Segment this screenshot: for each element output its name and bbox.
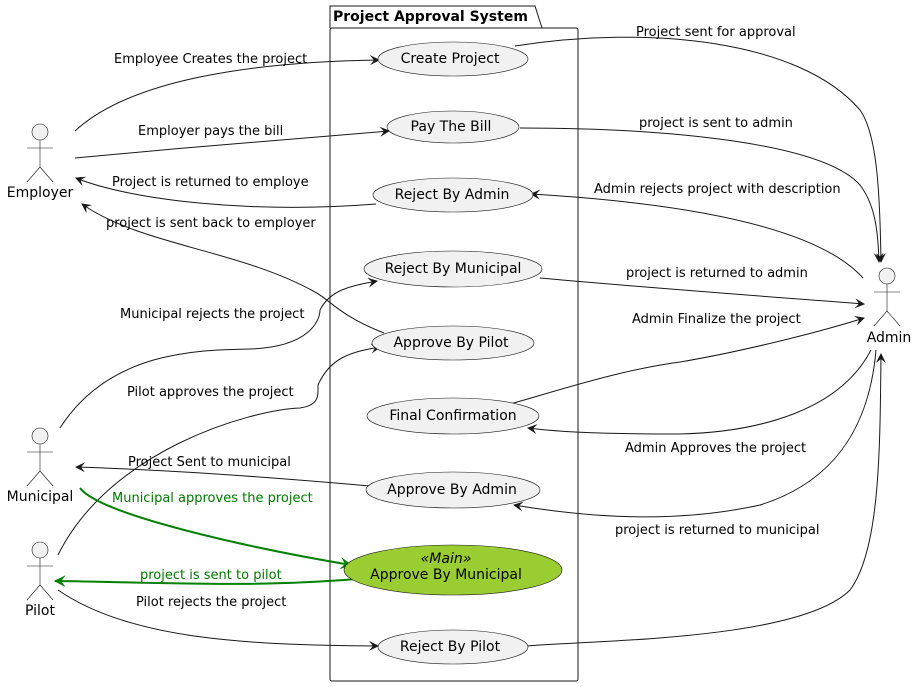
use-cases: Create Project Pay The Bill Reject By Ad…: [343, 41, 563, 665]
usecase-create-project-label: Create Project: [401, 51, 500, 67]
edge-approvepilot-employer: [81, 203, 385, 334]
edge-admin-rejectadmin: [530, 189, 864, 279]
usecase-final-confirmation[interactable]: Final Confirmation: [366, 397, 540, 435]
edge-municipal-approvemunicipal: [79, 487, 353, 570]
label-pilot-rejects: Pilot rejects the project: [136, 595, 286, 610]
usecase-reject-by-admin[interactable]: Reject By Admin: [372, 177, 534, 213]
actor-employer[interactable]: Employer: [7, 123, 74, 201]
usecase-approve-by-municipal[interactable]: «Main» Approve By Municipal: [343, 544, 563, 596]
usecase-pay-the-bill-label: Pay The Bill: [411, 119, 492, 135]
edge-pay-admin: [519, 127, 884, 263]
usecase-reject-by-pilot[interactable]: Reject By Pilot: [377, 629, 529, 665]
edge-employer-pay: [74, 126, 390, 159]
usecase-pay-the-bill[interactable]: Pay The Bill: [386, 110, 520, 144]
usecase-reject-by-admin-label: Reject By Admin: [395, 187, 510, 203]
usecase-approve-by-municipal-stereotype: «Main»: [421, 551, 472, 567]
label-admin-finalize: Admin Finalize the project: [632, 312, 801, 327]
edge-admin-finalconfirm: [527, 349, 872, 435]
label-returned-to-admin: project is returned to admin: [626, 266, 808, 281]
edge-admin-approveadmin: [513, 349, 877, 518]
label-admin-approves: Admin Approves the project: [625, 441, 806, 456]
label-municipal-rejects: Municipal rejects the project: [120, 307, 304, 322]
package-title: Project Approval System: [333, 9, 528, 25]
usecase-approve-by-pilot[interactable]: Approve By Pilot: [371, 325, 535, 361]
actor-municipal[interactable]: Municipal: [7, 427, 74, 505]
label-sent-back-to-employer: project is sent back to employer: [106, 216, 316, 231]
label-employee-creates: Employee Creates the project: [114, 52, 307, 67]
label-employer-pays: Employer pays the bill: [138, 124, 283, 139]
label-returned-to-municipal: project is returned to municipal: [615, 523, 819, 538]
label-pilot-approves: Pilot approves the project: [127, 385, 294, 400]
label-sent-for-approval: Project sent for approval: [636, 25, 796, 40]
usecase-approve-by-municipal-label: Approve By Municipal: [370, 567, 522, 583]
usecase-final-confirmation-label: Final Confirmation: [389, 408, 516, 424]
actor-admin-label: Admin: [867, 330, 912, 346]
edge-create-admin: [514, 36, 886, 263]
edge-municipal-rejectmunicipal: [59, 277, 378, 429]
usecase-approve-by-pilot-label: Approve By Pilot: [393, 335, 509, 351]
actor-admin[interactable]: Admin: [867, 267, 912, 346]
actor-municipal-label: Municipal: [7, 489, 74, 505]
usecase-create-project[interactable]: Create Project: [377, 41, 529, 77]
edge-approveadmin-municipal: [75, 462, 371, 487]
label-sent-to-admin: project is sent to admin: [639, 116, 793, 131]
actor-pilot[interactable]: Pilot: [25, 541, 55, 619]
edge-rejectpilot-admin: [526, 353, 886, 647]
edge-pilot-rejectpilot: [57, 589, 379, 651]
label-returned-to-employe: Project is returned to employe: [112, 175, 309, 190]
label-municipal-approves: Municipal approves the project: [112, 491, 313, 506]
edge-finalconfirm-admin: [509, 315, 865, 405]
usecase-approve-by-admin[interactable]: Approve By Admin: [365, 471, 541, 509]
package-frame: Project Approval System: [329, 5, 579, 682]
edge-pilot-approvepilot: [57, 343, 381, 556]
label-sent-to-municipal: Project Sent to municipal: [128, 455, 291, 470]
edge-rejectadmin-employer: [75, 176, 377, 208]
usecase-reject-by-municipal-label: Reject By Municipal: [385, 261, 522, 277]
edges: [53, 36, 886, 651]
actor-employer-label: Employer: [7, 185, 74, 201]
edge-labels: Employee Creates the project Employer pa…: [106, 25, 841, 610]
edge-rejectmunicipal-admin: [539, 277, 865, 309]
actor-pilot-label: Pilot: [25, 603, 55, 619]
usecase-reject-by-pilot-label: Reject By Pilot: [400, 639, 501, 655]
usecase-approve-by-admin-label: Approve By Admin: [387, 482, 517, 498]
label-sent-to-pilot: project is sent to pilot: [140, 568, 282, 583]
label-admin-rejects: Admin rejects project with description: [594, 182, 841, 197]
edge-approvemunicipal-pilot: [53, 575, 357, 588]
edge-employer-create: [74, 55, 380, 132]
usecase-reject-by-municipal[interactable]: Reject By Municipal: [363, 250, 543, 288]
